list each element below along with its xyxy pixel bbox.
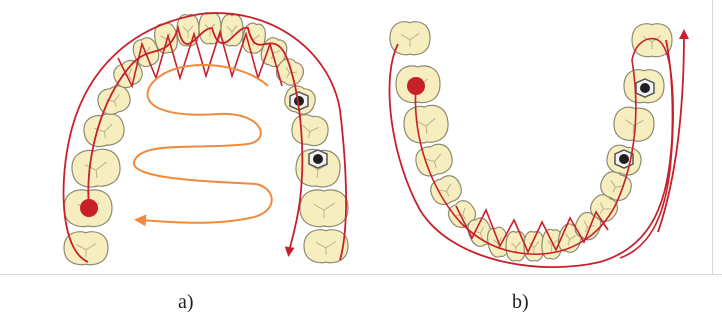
implant-marker-upper-2 <box>309 150 327 168</box>
implant-marker-lower-1 <box>636 79 654 97</box>
upper-arch-teeth <box>64 13 348 265</box>
caption-a: a) <box>178 292 194 312</box>
upper-tooth <box>300 190 348 227</box>
upper-tooth <box>290 113 331 148</box>
lower-tooth <box>506 231 526 260</box>
upper-tooth <box>64 232 108 265</box>
panel-a-upper-arch <box>64 13 348 265</box>
lower-tooth <box>403 104 450 144</box>
lower-scan-start-point <box>407 77 425 95</box>
upper-tooth <box>71 148 122 189</box>
panel-b-lower-arch <box>389 22 684 267</box>
palate-scan-path <box>134 65 272 223</box>
caption-b: b) <box>512 292 529 312</box>
upper-scan-start-point <box>80 199 98 217</box>
lower-tooth <box>413 141 455 179</box>
upper-tooth <box>82 111 127 149</box>
lower-tooth <box>524 231 544 260</box>
